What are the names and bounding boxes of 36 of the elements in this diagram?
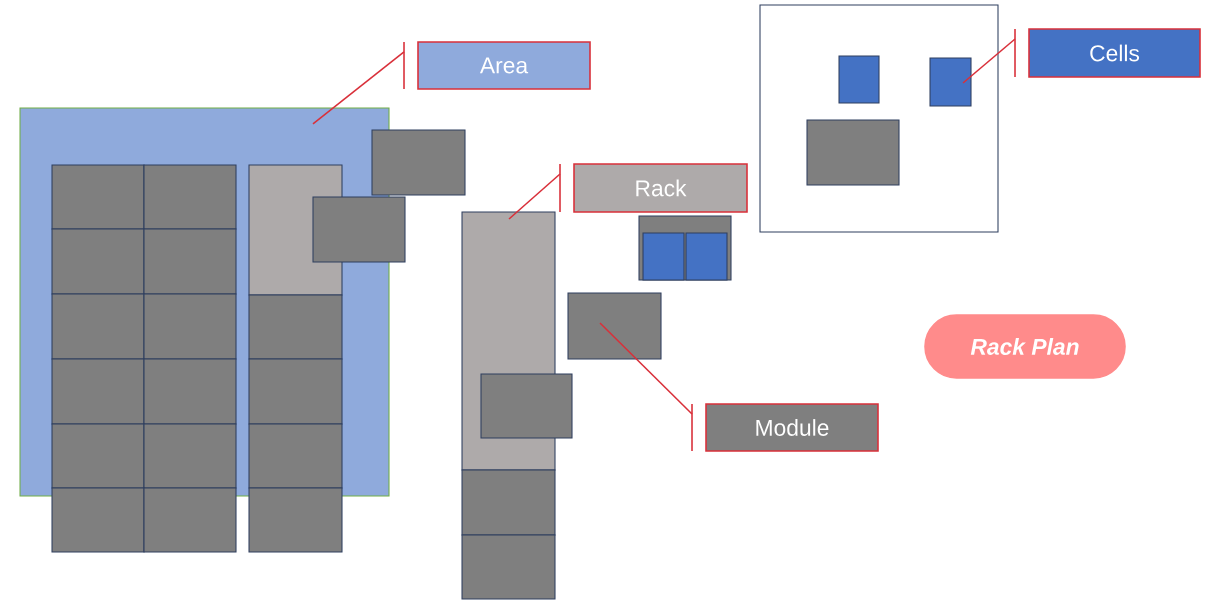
callout-box: Module bbox=[691, 403, 879, 452]
module-box bbox=[371, 129, 466, 196]
callout-box: Rack bbox=[559, 163, 748, 213]
module-box bbox=[480, 373, 573, 439]
module-box bbox=[143, 358, 237, 425]
cell-box bbox=[929, 57, 972, 107]
callout-box: Area bbox=[403, 41, 591, 90]
cell-box bbox=[838, 55, 880, 104]
module-box bbox=[248, 358, 343, 425]
title-pill: Rack Plan bbox=[924, 314, 1126, 379]
module-box bbox=[143, 487, 237, 553]
module-box bbox=[51, 293, 145, 360]
module-box bbox=[143, 228, 237, 295]
module-box bbox=[51, 487, 145, 553]
leader-line bbox=[962, 38, 1016, 84]
module-box bbox=[461, 469, 556, 536]
leader-line bbox=[508, 173, 561, 220]
leader-line bbox=[312, 51, 405, 125]
callout-box: Cells bbox=[1014, 28, 1201, 78]
module-box bbox=[248, 487, 343, 553]
module-box bbox=[51, 423, 145, 489]
module-box bbox=[312, 196, 406, 263]
module-box bbox=[143, 293, 237, 360]
module-box bbox=[248, 294, 343, 360]
leader-line bbox=[599, 322, 693, 415]
cell-box bbox=[685, 232, 728, 281]
module-box bbox=[51, 358, 145, 425]
cell-box bbox=[642, 232, 685, 281]
module-box bbox=[567, 292, 662, 360]
module-box bbox=[248, 423, 343, 489]
module-box bbox=[461, 534, 556, 600]
module-box bbox=[51, 164, 145, 230]
module-box bbox=[51, 228, 145, 295]
module-box bbox=[806, 119, 900, 186]
module-box bbox=[143, 423, 237, 489]
module-box bbox=[143, 164, 237, 230]
